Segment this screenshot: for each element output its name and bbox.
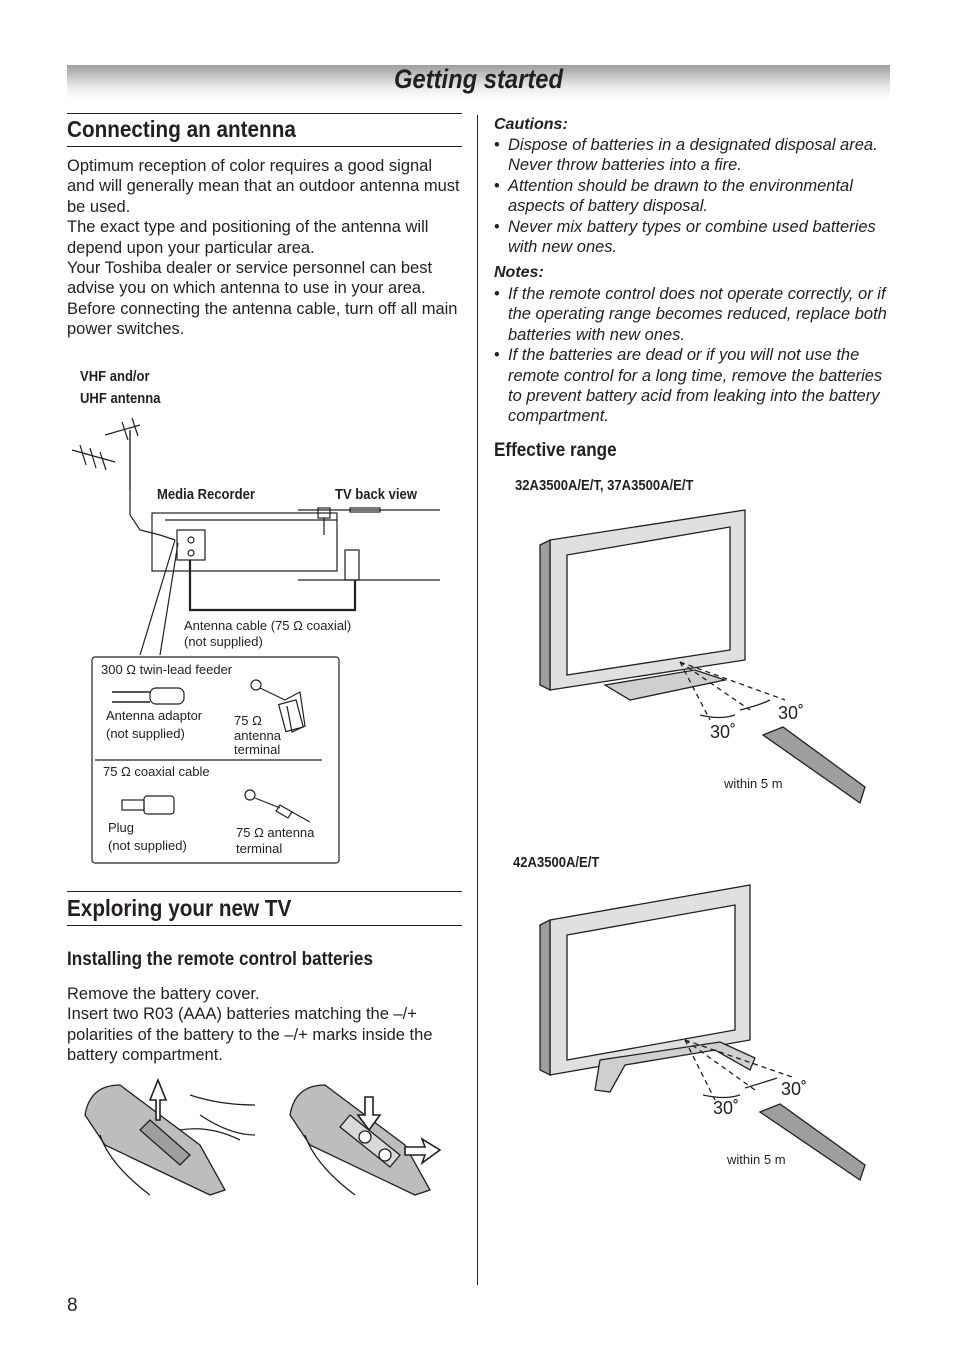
- plug-label-1: Plug: [108, 820, 135, 835]
- tv-range-illustration-a: [539, 509, 866, 805]
- cautions-list: Dispose of batteries in a designated dis…: [494, 135, 889, 257]
- terminal-a: [250, 679, 262, 691]
- antenna-paragraph: Your Toshiba dealer or service personnel…: [67, 259, 433, 298]
- subheading-batteries: Installing the remote control batteries: [67, 949, 373, 970]
- terminal-b-label-1: 75 Ω antenna: [236, 825, 315, 840]
- tv-range-illustration-b: [539, 884, 866, 1182]
- twin-lead-label: 300 Ω twin-lead feeder: [101, 662, 233, 677]
- antenna-intro: Optimum reception of color requires a go…: [67, 156, 462, 340]
- batteries-paragraph: Insert two R03 (AAA) batteries matching …: [67, 1005, 433, 1065]
- vhf-label-1: VHF and/or: [80, 369, 150, 385]
- media-recorder-device: [151, 512, 338, 572]
- angle-label-a-left: 30˚: [710, 722, 737, 742]
- section-heading-exploring: Exploring your new TV: [67, 895, 292, 921]
- remote-a: [761, 726, 866, 805]
- page-number: 8: [67, 1295, 78, 1316]
- cable-label-2: (not supplied): [184, 634, 263, 649]
- battery-install-illustration: [84, 1077, 442, 1196]
- antenna-cable: [188, 560, 357, 612]
- antenna-paragraph: The exact type and positioning of the an…: [67, 218, 429, 257]
- angle-label-b-left: 30˚: [713, 1098, 740, 1118]
- antenna-paragraph: Before connecting the antenna cable, tur…: [67, 299, 458, 339]
- tv-b-screen: [566, 904, 736, 1061]
- distance-label-b: within 5 m: [727, 1152, 786, 1167]
- caution-item: Attention should be drawn to the environ…: [494, 176, 889, 217]
- antenna-element: [104, 424, 141, 436]
- terminal-b-label-2: terminal: [236, 841, 283, 856]
- angle-label-b-right: 30˚: [781, 1079, 808, 1099]
- section-rule-bottom: [67, 146, 462, 147]
- arrow-up: [148, 1077, 168, 1121]
- terminal-a-label-3: terminal: [234, 742, 281, 757]
- batteries-text: Remove the battery cover. Insert two R03…: [67, 984, 462, 1066]
- antenna-element: [71, 449, 116, 463]
- coax-cable-label: 75 Ω coaxial cable: [103, 764, 210, 779]
- adaptor-label-2: (not supplied): [106, 726, 185, 741]
- page-title: Getting started: [394, 64, 563, 94]
- antenna-connection-diagram: [71, 417, 440, 864]
- section-rule-top: [67, 113, 462, 114]
- antenna-paragraph: Optimum reception of color requires a go…: [67, 157, 460, 216]
- tv-a-screen: [566, 526, 731, 676]
- terminal-a-label-1: 75 Ω: [234, 713, 262, 728]
- tv-a-stand: [603, 669, 728, 701]
- arrow-left: [404, 1137, 442, 1166]
- remote-b: [758, 1103, 866, 1182]
- distance-label-a: within 5 m: [724, 776, 783, 791]
- angle-label-a-right: 30˚: [778, 703, 805, 723]
- terminal-a-label-2: antenna: [234, 728, 281, 743]
- section-rule-top: [67, 891, 462, 892]
- antenna-adaptor: [149, 687, 185, 705]
- cable-label-1: Antenna cable (75 Ω coaxial): [184, 618, 352, 633]
- effective-range-heading: Effective range: [494, 440, 617, 461]
- section-heading-antenna: Connecting an antenna: [67, 116, 296, 142]
- vhf-label-2: UHF antenna: [80, 391, 161, 407]
- batteries-paragraph: Remove the battery cover.: [67, 985, 260, 1003]
- arrow-down: [356, 1096, 382, 1132]
- tv-back-view-label: TV back view: [335, 487, 417, 503]
- model-label-a: 32A3500A/E/T, 37A3500A/E/T: [515, 478, 694, 494]
- terminal-b: [244, 789, 256, 801]
- header-banner: [67, 65, 890, 99]
- twin-lead-wire: [112, 691, 150, 703]
- note-item: If the batteries are dead or if you will…: [494, 345, 889, 427]
- caution-item: Dispose of batteries in a designated dis…: [494, 135, 889, 176]
- plug-label-2: (not supplied): [108, 838, 187, 853]
- media-recorder-label: Media Recorder: [157, 487, 255, 503]
- adaptor-info-box: [91, 656, 340, 864]
- notes-list: If the remote control does not operate c…: [494, 284, 889, 427]
- notes-title: Notes:: [494, 264, 544, 281]
- coax-plug: [143, 795, 175, 815]
- adaptor-label-1: Antenna adaptor: [106, 708, 203, 723]
- model-label-b: 42A3500A/E/T: [513, 855, 600, 871]
- column-divider: [477, 115, 478, 1285]
- section-rule-bottom: [67, 925, 462, 926]
- note-item: If the remote control does not operate c…: [494, 284, 889, 345]
- cautions-title: Cautions:: [494, 116, 568, 133]
- caution-item: Never mix battery types or combine used …: [494, 217, 889, 258]
